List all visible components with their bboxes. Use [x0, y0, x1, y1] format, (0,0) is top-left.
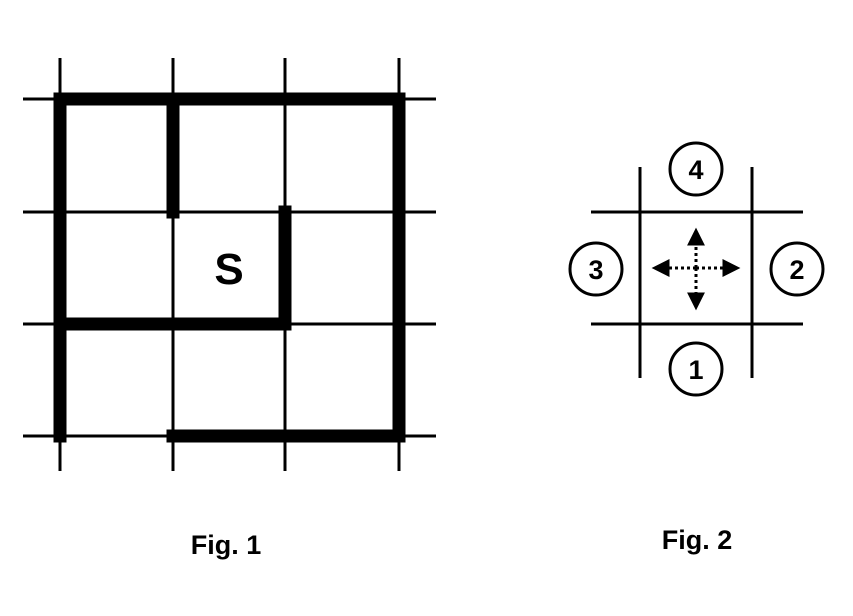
direction-down: 1 [668, 341, 724, 397]
direction-down-circle [668, 341, 724, 397]
fig2-caption: Fig. 2 [662, 525, 733, 555]
fig1-walls [53, 92, 406, 443]
direction-left: 3 [568, 241, 624, 297]
direction-arrows [651, 227, 741, 311]
fig1-maze: S [23, 58, 436, 471]
start-cell-label: S [214, 245, 243, 294]
direction-right: 2 [769, 241, 825, 297]
direction-down-number: 1 [688, 355, 703, 385]
direction-left-circle [568, 241, 624, 297]
fig1-caption: Fig. 1 [191, 530, 262, 560]
fig2-direction-key: 4 1 3 2 [568, 141, 825, 397]
direction-up: 4 [668, 141, 724, 197]
fig2-grid-lines [591, 167, 803, 378]
direction-left-number: 3 [588, 255, 603, 285]
direction-right-circle [769, 241, 825, 297]
direction-up-circle [668, 141, 724, 197]
direction-right-number: 2 [789, 255, 804, 285]
direction-up-number: 4 [688, 155, 703, 185]
